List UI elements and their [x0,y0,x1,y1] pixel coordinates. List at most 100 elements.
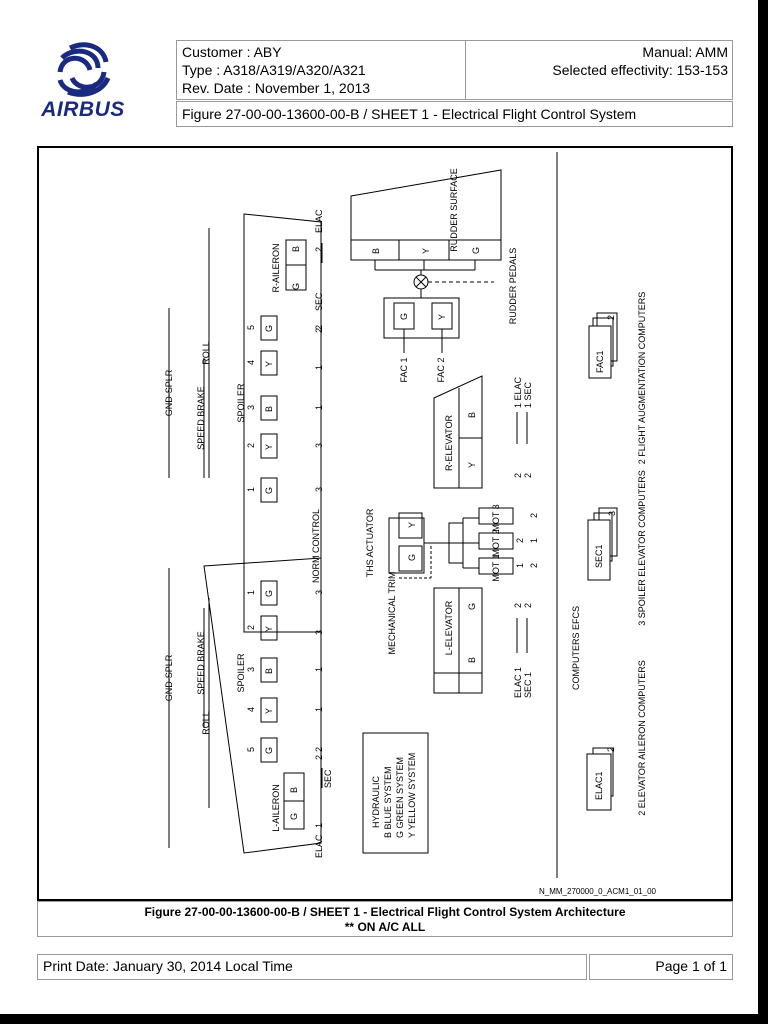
r-aileron-label: R-AILERON [271,243,281,292]
page-number: Page 1 of 1 [589,954,733,980]
l-aileron-label: L-AILERON [271,784,281,832]
elac-desc: 2 ELEVATOR AILERON COMPUTERS [637,660,647,816]
l-elevator-sec: SEC 1 [523,672,533,698]
r-spoiler-comp-4: 1 [314,365,324,370]
ths-actuator-label: THS ACTUATOR [365,508,375,577]
r-spoiler-num-1: 1 [246,487,256,492]
caption-line-2: ** ON A/C ALL [344,920,426,934]
r-spoiler-hyd-3: B [264,406,274,412]
l-spoiler-num-3: 3 [246,667,256,672]
mot2-box [478,532,514,550]
rudder-hyd-y: Y [421,248,431,254]
r-aileron-elac: ELAC [314,209,324,233]
fac-desc: 2 FLIGHT AUGMENTATION COMPUTERS [637,292,647,465]
roll-label-right: ROLL [201,341,211,365]
mechanical-trim-label: MECHANICAL TRIM [387,571,397,654]
hydraulic-line-3: Y YELLOW SYSTEM [407,753,417,838]
hydraulic-legend-box [362,732,429,854]
l-elevator-hyd-g: G [467,603,477,610]
computers-efcs-label: COMPUTERS EFCS [571,606,581,690]
figure-caption: Figure 27-00-00-13600-00-B / SHEET 1 - E… [37,901,733,937]
r-spoiler-box-2 [260,433,278,459]
l-aileron-elac-num: 1 [314,823,324,828]
r-aileron-elac-num: 2 [314,247,324,252]
l-spoiler-comp-1: 3 [314,590,324,595]
r-elevator-hyd-y: Y [467,462,477,468]
r-spoiler-num-5: 5 [246,325,256,330]
l-spoiler-box-2 [260,615,278,641]
mot1-label: MOT 1 [491,554,501,581]
l-aileron-sec: SEC [323,769,333,788]
speed-brake-label-left: SPEED BRAKE [196,631,206,695]
elac-box-num: 2 [606,747,616,752]
norm-control-label: NORM CONTROL [311,509,321,583]
diagram-panel: GND-SPLR ROLL SPEED BRAKE SPOILER R-AILE… [37,146,733,901]
gnd-splr-label-right: GND-SPLR [164,369,174,416]
l-spoiler-hyd-3: B [264,668,274,674]
r-aileron-hyd-g: G [291,283,301,290]
r-spoiler-box-1 [260,477,278,503]
r-aileron-sec-num: 2 [314,328,324,333]
rudder-outline [350,169,502,261]
airbus-logo-text: AIRBUS [41,98,125,121]
l-spoiler-box-3 [260,657,278,683]
l-elevator-num-1: 2 [513,603,523,608]
rudder-servo-g-text: G [399,313,409,320]
gnd-splr-label-left: GND-SPLR [164,654,174,701]
ths-y-box [398,512,423,539]
figure-title: Figure 27-00-00-13600-00-B / SHEET 1 - E… [176,101,733,127]
speed-brake-label-right: SPEED BRAKE [196,386,206,450]
sec-box-label: SEC1 [594,544,604,568]
airbus-swirl-icon [57,42,111,97]
r-spoiler-comp-1: 3 [314,487,324,492]
mot1-box [478,557,514,575]
elac-box-label: ELAC1 [594,771,604,800]
l-elevator-outline [433,587,483,694]
l-elevator-elac: ELAC 1 [513,667,523,698]
r-spoiler-num-4: 4 [246,360,256,365]
hydraulic-title: HYDRAULIC [371,775,381,828]
roll-label-left: ROLL [201,711,211,735]
l-spoiler-hyd-1: G [264,590,274,597]
r-spoiler-hyd-2: Y [264,444,274,450]
l-elevator-label: L-ELEVATOR [444,600,454,655]
mot3-b: 2 [529,513,539,518]
fac-box [588,325,612,379]
l-spoiler-box-5 [260,737,278,763]
l-aileron-elac: ELAC [314,834,324,858]
l-spoiler-comp-5: 2 [314,747,324,752]
l-spoiler-hyd-4: Y [264,708,274,714]
r-spoiler-num-3: 3 [246,405,256,410]
l-aileron-hyd-b: B [289,787,299,793]
right-wing-outline [243,213,322,633]
l-aileron-box-g [283,800,305,830]
r-elevator-label: R-ELEVATOR [444,414,454,471]
r-aileron-sec: SEC [314,292,324,311]
l-spoiler-hyd-5: G [264,747,274,754]
l-aileron-sec-num: 2 [314,755,324,760]
ths-hyd-y: Y [407,522,417,528]
spoiler-label-left: SPOILER [236,653,246,693]
r-spoiler-box-3 [260,395,278,421]
rudder-surface-label: RUDDER SURFACE [449,168,459,252]
efcs-diagram: GND-SPLR ROLL SPEED BRAKE SPOILER R-AILE… [164,152,657,896]
mot1-b: 2 [529,563,539,568]
sec-box-num: 3 [607,511,617,516]
l-spoiler-num-1: 1 [246,590,256,595]
fac-box-num: 2 [606,315,616,320]
manual-text: Manual: AMM [642,44,728,60]
elac-box [586,753,612,811]
l-spoiler-comp-2: 3 [314,630,324,635]
l-spoiler-comp-4: 1 [314,707,324,712]
header-info: Customer : ABY Type : A318/A319/A320/A32… [176,40,466,100]
ref-code: N_MM_270000_0_ACM1_01_00 [539,887,657,896]
mot3-label: MOT 3 [491,504,501,531]
spoiler-label-right: SPOILER [236,383,246,423]
mot2-a: 2 [515,538,525,543]
effectivity-text: Selected effectivity: 153-153 [552,62,728,78]
header-manual: Manual: AMM Selected effectivity: 153-15… [465,40,733,100]
r-spoiler-comp-2: 3 [314,443,324,448]
l-spoiler-hyd-2: Y [264,626,274,632]
ths-hyd-g: G [407,554,417,561]
